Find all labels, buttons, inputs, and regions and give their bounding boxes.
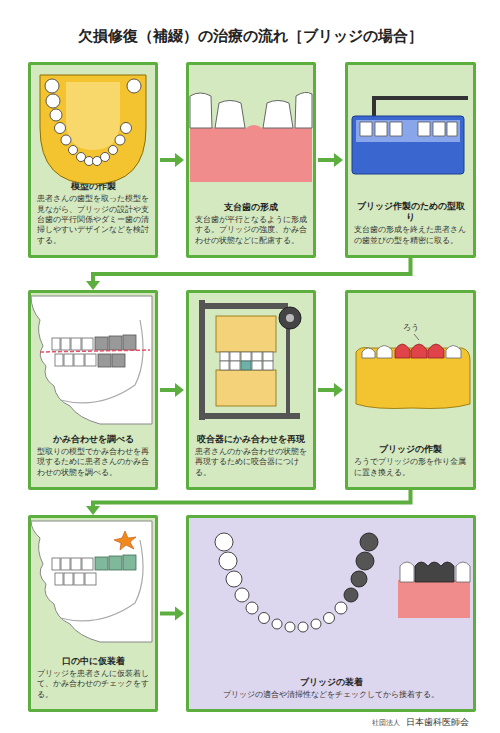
step-heading: 咬合器にかみ合わせを再現	[195, 434, 307, 445]
flow-arrow	[86, 258, 411, 290]
step-description: 患者さんの歯型を取った模型を見ながら、ブリッジの設計や支台歯の平行関係やダミー歯…	[37, 194, 149, 246]
arrow-head	[86, 506, 100, 515]
flow-arrow	[160, 383, 184, 397]
process-box: 模型の作製患者さんの歯型を取った模型を見ながら、ブリッジの設計や支台歯の平行関係…	[28, 62, 158, 258]
step-heading: ブリッジ作製のための型取り	[354, 201, 467, 223]
step-heading: 模型の作製	[37, 181, 149, 192]
process-box: ブリッジの作製ろうでブリッジの形を作り金属に置き換える。	[345, 290, 476, 490]
arrow-head	[86, 281, 100, 290]
arrow-head	[334, 153, 343, 167]
arrow-line	[160, 612, 176, 616]
arrow-head	[334, 383, 343, 397]
step-description: 型取りの模型でかみ合わせを再現するために患者さんのかみ合わせの状態を調べる。	[37, 447, 149, 478]
publisher-label: 日本歯科医師会	[406, 716, 469, 729]
flow-arrow	[160, 153, 184, 167]
material-label: ろう	[403, 322, 419, 333]
step-description: ろうでブリッジの形を作り金属に置き換える。	[354, 457, 467, 478]
step-heading: かみ合わせを調べる	[37, 434, 149, 445]
step-heading: 支台歯の形成	[195, 202, 307, 213]
publisher-label: 社団法人	[372, 719, 400, 728]
step-heading: ブリッジの装着	[195, 677, 467, 688]
arrow-line	[318, 158, 335, 162]
arrow-line	[93, 490, 411, 507]
step-description: ブリッジを患者さんに仮装着して、かみ合わせのチェックをする。	[37, 669, 149, 700]
flow-arrow	[318, 383, 343, 397]
step-heading: 口の中に仮装着	[37, 656, 149, 667]
arrow-line	[160, 388, 176, 392]
flow-arrow	[160, 607, 184, 621]
arrow-head	[175, 383, 184, 397]
process-box: かみ合わせを調べる型取りの模型でかみ合わせを再現するために患者さんのかみ合わせの…	[28, 290, 158, 490]
process-box: 支台歯の形成支台歯が平行となるように形成する。ブリッジの強度、かみ合わせの状態な…	[186, 62, 316, 258]
arrow-line	[318, 388, 335, 392]
process-box: ブリッジ作製のための型取り支台歯の形成を終えた患者さんの歯並びの型を精密に取る。	[345, 62, 476, 258]
step-heading: ブリッジの作製	[354, 444, 467, 455]
step-description: 患者さんのかみ合わせの状態を再現するために咬合器につける。	[195, 447, 307, 478]
process-box: 咬合器にかみ合わせを再現患者さんのかみ合わせの状態を再現するために咬合器につける…	[186, 290, 316, 490]
step-description: 支台歯が平行となるように形成する。ブリッジの強度、かみ合わせの状態などに配慮する…	[195, 215, 307, 246]
arrow-line	[93, 258, 411, 282]
step-description: 支台歯の形成を終えた患者さんの歯並びの型を精密に取る。	[354, 225, 467, 246]
flow-arrow	[86, 490, 411, 515]
arrow-head	[175, 153, 184, 167]
arrow-line	[160, 158, 176, 162]
process-box: ブリッジの装着ブリッジの適合や清掃性などをチェックしてから接着する。	[186, 515, 476, 712]
flow-arrow	[318, 153, 343, 167]
process-box: 口の中に仮装着ブリッジを患者さんに仮装着して、かみ合わせのチェックをする。	[28, 515, 158, 712]
step-description: ブリッジの適合や清掃性などをチェックしてから接着する。	[195, 690, 467, 700]
arrow-head	[175, 607, 184, 621]
diagram-title: 欠損修復（補綴）の治療の流れ［ブリッジの場合］	[0, 27, 500, 46]
